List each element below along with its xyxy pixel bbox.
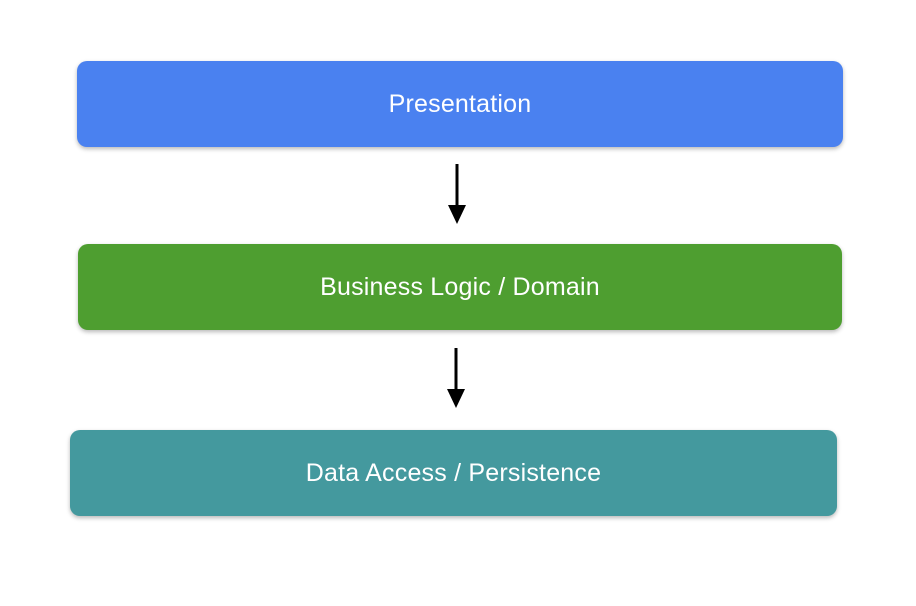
layer-box-business-logic: Business Logic / Domain — [78, 244, 842, 330]
arrow-down-icon — [447, 348, 465, 408]
layer-label-data-access: Data Access / Persistence — [305, 458, 602, 487]
layer-box-data-access: Data Access / Persistence — [70, 430, 837, 516]
layer-label-presentation: Presentation — [388, 89, 532, 118]
arrow-down-icon — [448, 164, 466, 224]
layer-label-business-logic: Business Logic / Domain — [320, 272, 600, 301]
layer-box-presentation: Presentation — [77, 61, 843, 147]
